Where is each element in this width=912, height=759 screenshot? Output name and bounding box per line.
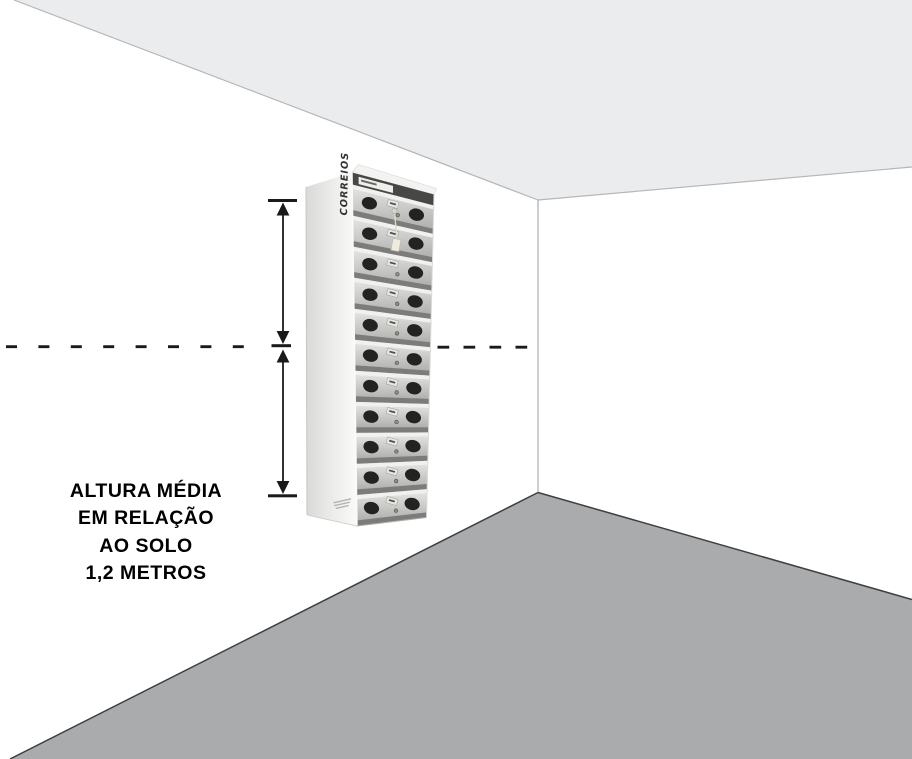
door-keyhole xyxy=(395,213,400,218)
floor-left-edge xyxy=(9,491,539,759)
side-panel-fine-print xyxy=(333,498,352,510)
top-tick xyxy=(268,199,297,202)
mailbox-door-shadow xyxy=(356,484,428,495)
box-number-label-text xyxy=(389,202,397,206)
box-number-label-text xyxy=(388,499,395,503)
annotation-line: EM RELAÇÃO xyxy=(77,507,215,530)
mailbox-shelf-edge xyxy=(356,489,428,500)
box-number-label-text xyxy=(389,320,396,325)
mail-slot-hole xyxy=(363,501,380,515)
mailbox-shelf-edge xyxy=(353,308,432,323)
hanging-key-string xyxy=(393,211,398,241)
mail-slot-hole xyxy=(408,237,424,250)
mailbox-shelf-edge xyxy=(354,370,430,380)
mail-slot-hole xyxy=(362,227,378,240)
mailbox-shelf-edge xyxy=(355,401,430,409)
mailbox-door-shadow xyxy=(352,209,434,234)
box-number-label-text xyxy=(389,261,396,265)
mail-slot-hole xyxy=(363,379,379,393)
mailbox-door-shadow xyxy=(353,303,432,319)
mail-slot-hole xyxy=(406,382,422,395)
mail-slot-hole xyxy=(362,288,378,301)
mailbox-door-shadow xyxy=(355,427,429,433)
mailbox-shelf-edge xyxy=(353,246,433,267)
mailbox-door-shadow xyxy=(353,272,432,291)
cabinet-back-edge xyxy=(305,186,308,516)
mail-slot-hole xyxy=(363,410,379,423)
mailbox-door-shadow xyxy=(356,512,427,526)
height-annotation-text: ALTURA MÉDIA EM RELAÇÃO AO SOLO 1,2 METR… xyxy=(30,478,262,588)
mail-slot-hole xyxy=(363,440,379,454)
annotation-line: ALTURA MÉDIA xyxy=(69,480,223,502)
mail-slot-hole xyxy=(361,197,378,210)
floor-right-edge xyxy=(537,491,912,601)
mail-slot-hole xyxy=(362,257,378,271)
mail-slot-hole xyxy=(405,439,421,453)
inserted-key xyxy=(391,208,398,214)
annotation-line: AO SOLO xyxy=(99,534,193,557)
mailbox-door-shadow xyxy=(352,241,433,263)
floor xyxy=(10,492,912,759)
door-keyhole xyxy=(394,360,400,366)
ceiling-left-edge xyxy=(13,0,539,201)
cabinet-bottom-side-edge xyxy=(306,514,358,527)
box-number-label-text xyxy=(389,231,396,236)
mail-slot-hole xyxy=(405,410,422,424)
mail-slot-hole xyxy=(363,471,379,484)
door-keyhole xyxy=(394,331,400,336)
annotation-line: 1,2 METROS xyxy=(85,562,207,585)
door-keyhole xyxy=(394,419,399,425)
mailbox-door-shadow xyxy=(354,365,430,376)
box-number-label-text xyxy=(389,410,396,414)
mailbox-door-shadow xyxy=(356,455,428,464)
ceiling-right-edge xyxy=(537,166,912,201)
mailbox-shelf-edge xyxy=(352,215,434,238)
mail-slot-hole xyxy=(362,318,378,332)
door-keyhole xyxy=(393,508,399,513)
mailbox-shelf-edge xyxy=(352,184,434,210)
mail-slot-hole xyxy=(407,324,423,337)
mailbox-rows xyxy=(352,172,434,526)
cabinet-top-strip-label-text xyxy=(361,179,377,186)
mail-slot-hole xyxy=(406,353,422,366)
mail-slot-hole xyxy=(407,295,423,308)
box-number-label-text xyxy=(389,380,396,384)
cabinet-brand-label: CORREIOS xyxy=(339,152,351,216)
mailbox-shelf-edge xyxy=(356,460,428,469)
mail-slot-hole xyxy=(404,468,421,482)
mailbox-door-shadow xyxy=(354,334,431,348)
cabinet-bottom-front-edge xyxy=(356,517,427,527)
lower-arrowhead-up xyxy=(276,349,290,363)
cabinet-front-right-edge xyxy=(426,194,435,518)
cabinet-side-panel xyxy=(306,172,357,526)
mid-tick xyxy=(271,344,291,348)
door-keyhole xyxy=(394,478,399,484)
ceiling xyxy=(14,0,912,200)
mailbox-shelf-edge xyxy=(353,277,432,295)
upper-arrowhead-up xyxy=(276,202,290,216)
box-number-label-text xyxy=(388,469,396,473)
box-number-label-text xyxy=(389,350,396,354)
upper-arrowhead-down xyxy=(276,331,290,344)
cabinet-front-left-edge xyxy=(351,172,358,527)
mailbox-shelf-edge xyxy=(354,339,431,352)
mail-slot-hole xyxy=(408,208,425,221)
mailbox-cabinet: CORREIOS xyxy=(305,152,437,527)
door-keyhole xyxy=(395,272,400,277)
bottom-tick xyxy=(268,494,297,498)
key-tag xyxy=(390,237,402,252)
door-keyhole xyxy=(395,301,400,306)
box-number-label-text xyxy=(388,439,396,444)
mail-slot-hole xyxy=(362,349,379,362)
box-number-label-text xyxy=(389,291,396,295)
mail-slot-hole xyxy=(404,497,420,511)
door-keyhole xyxy=(394,390,399,395)
door-keyhole xyxy=(394,449,399,454)
height-dimension-annotation xyxy=(6,199,528,498)
mailbox-shelf-edge xyxy=(355,432,429,438)
mail-slot-hole xyxy=(407,266,424,279)
lower-arrowhead-down xyxy=(276,481,290,494)
mailbox-door-shadow xyxy=(355,396,430,405)
